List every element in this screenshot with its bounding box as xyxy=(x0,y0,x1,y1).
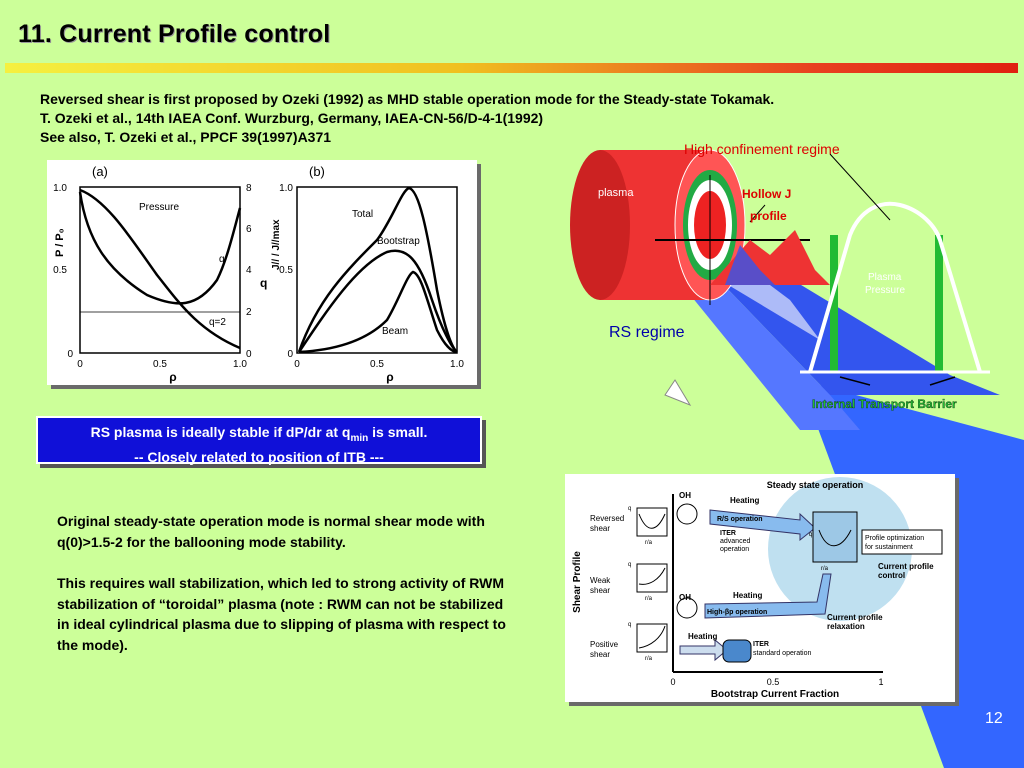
panel-b-label-bootstrap: Bootstrap xyxy=(377,236,420,247)
ss-ra-center: r/a xyxy=(821,566,829,572)
rs-regime-label: RS regime xyxy=(609,324,685,341)
ss-iter-adv-2: advanced xyxy=(720,538,750,545)
panel-a-label-q: q xyxy=(219,254,225,265)
plasma-pressure-label-2: Pressure xyxy=(865,285,905,296)
panel-a-ylabel-right: q xyxy=(260,276,267,290)
callout-line-1-post: is small. xyxy=(368,424,428,440)
ss-row-positive-1: Positive xyxy=(590,640,619,649)
panel-b-lt-0: 1.0 xyxy=(279,183,293,194)
rs-regime-figure: High confinement regime Hollow J profile… xyxy=(560,140,1024,430)
ss-oh-2: OH xyxy=(679,593,691,602)
body-paragraph-1: Original steady-state operation mode is … xyxy=(57,513,485,550)
panel-b-tag: (b) xyxy=(309,164,325,179)
ss-xt-1: 0.5 xyxy=(767,677,780,687)
panel-a-label-pressure: Pressure xyxy=(139,202,179,213)
panel-a: (a) P / P₀ 1.0 0.5 0 8 6 4 2 0 q 0 0.5 1… xyxy=(53,164,267,384)
intro-line-2: T. Ozeki et al., 14th IAEA Conf. Wurzbur… xyxy=(40,110,544,126)
panel-b-xt-0: 0 xyxy=(294,359,300,370)
ss-iter-adv-3: operation xyxy=(720,546,749,553)
hollow-j-label: Hollow J xyxy=(742,187,791,201)
ss-title: Steady state operation xyxy=(767,480,864,490)
ss-xt-2: 1 xyxy=(878,677,883,687)
ss-x-axis: Bootstrap Current Fraction xyxy=(711,689,839,700)
plasma-label: plasma xyxy=(598,187,634,199)
panel-a-rt-1: 6 xyxy=(246,224,252,235)
ss-q-2: q xyxy=(628,562,631,568)
ss-xt-0: 0 xyxy=(670,677,675,687)
itb-label: Internal Transport Barrier xyxy=(812,397,957,411)
title-underline-bar xyxy=(5,63,1018,73)
panel-b-ylabel: J// / J//max xyxy=(271,219,282,270)
ss-q-1: q xyxy=(628,506,631,512)
ss-row-reversed-2: shear xyxy=(590,524,610,533)
panel-a-lt-1: 0.5 xyxy=(53,265,67,276)
ss-q-3: q xyxy=(628,622,631,628)
slide-title: 11. Current Profile control xyxy=(18,20,331,48)
ss-profile-opt-1: Profile optimization xyxy=(865,535,924,542)
page-number: 12 xyxy=(985,710,1003,727)
panel-a-xt-1: 0.5 xyxy=(153,359,167,370)
ss-row-weak-2: shear xyxy=(590,586,610,595)
high-confinement-label: High confinement regime xyxy=(684,141,840,157)
ss-ra-2: r/a xyxy=(645,596,653,602)
panel-a-lt-2: 0 xyxy=(67,349,73,360)
ss-high-bp: High-βp operation xyxy=(707,609,767,616)
panel-a-lt-0: 1.0 xyxy=(53,183,67,194)
ss-row-reversed-1: Reversed xyxy=(590,514,624,523)
panel-b-lt-2: 0 xyxy=(287,349,293,360)
ss-cpc-1: Current profile xyxy=(878,562,934,571)
ss-heating-2: Heating xyxy=(733,591,762,600)
panel-a-label-q2: q=2 xyxy=(209,317,226,328)
ss-ra-1: r/a xyxy=(645,540,653,546)
ss-iter-std-1: ITER xyxy=(753,641,769,648)
ss-iter-adv-1: ITER xyxy=(720,530,736,537)
panel-b-xt-2: 1.0 xyxy=(450,359,464,370)
panel-b: (b) J// / J//max 1.0 0.5 0 0 0.5 1.0 ρ T… xyxy=(271,164,464,384)
callout-sub: min xyxy=(350,432,369,444)
ss-q-center: q xyxy=(809,532,812,538)
plasma-pressure-label-1: Plasma xyxy=(868,272,902,283)
panel-a-rt-2: 4 xyxy=(246,265,252,276)
body-paragraph-2: This requires wall stabilization, which … xyxy=(57,575,506,653)
ss-cpc-2: control xyxy=(878,571,905,580)
panel-b-label-total: Total xyxy=(352,209,373,220)
panel-a-rt-3: 2 xyxy=(246,307,252,318)
panel-b-lt-1: 0.5 xyxy=(279,265,293,276)
ss-oh-1: OH xyxy=(679,491,691,500)
body-text: Original steady-state operation mode is … xyxy=(57,511,507,676)
ss-heating-3: Heating xyxy=(688,632,717,641)
intro-line-1: Reversed shear is first proposed by Ozek… xyxy=(40,91,775,107)
callout-line-1: RS plasma is ideally stable if dP/dr at … xyxy=(38,423,480,448)
ss-iter-std-2: standard operation xyxy=(753,650,811,657)
panel-a-ylabel: P / P₀ xyxy=(54,228,66,257)
panel-a-tag: (a) xyxy=(92,164,108,179)
panel-a-xt-2: 1.0 xyxy=(233,359,247,370)
ss-row-positive-2: shear xyxy=(590,650,610,659)
panel-a-xlabel: ρ xyxy=(169,370,176,384)
panel-a-rt-0: 8 xyxy=(246,183,252,194)
ss-cpr-1: Current profile xyxy=(827,613,883,622)
ss-heating-1: Heating xyxy=(730,496,759,505)
steady-state-figure: Shear Profile Bootstrap Current Fraction… xyxy=(565,474,955,702)
callout-line-2: -- Closely related to position of ITB --… xyxy=(134,448,384,465)
intro-line-3: See also, T. Ozeki et al., PPCF 39(1997)… xyxy=(40,129,332,145)
callout-line-1-pre: RS plasma is ideally stable if dP/dr at … xyxy=(90,424,351,440)
ss-rs-operation: R/S operation xyxy=(717,516,763,523)
panel-a-rt-4: 0 xyxy=(246,349,252,360)
panel-a-xt-0: 0 xyxy=(77,359,83,370)
profile-figure: (a) P / P₀ 1.0 0.5 0 8 6 4 2 0 q 0 0.5 1… xyxy=(47,160,477,385)
panel-b-xlabel: ρ xyxy=(386,370,393,384)
intro-text: Reversed shear is first proposed by Ozek… xyxy=(40,90,774,147)
ss-ra-3: r/a xyxy=(645,656,653,662)
ss-y-axis: Shear Profile xyxy=(572,551,583,613)
ss-profile-opt-2: for sustainment xyxy=(865,544,913,551)
rs-stability-callout: RS plasma is ideally stable if dP/dr at … xyxy=(36,416,482,465)
ss-row-weak-1: Weak xyxy=(590,576,611,585)
hollow-j-profile-label: profile xyxy=(750,209,787,223)
panel-b-xt-1: 0.5 xyxy=(370,359,384,370)
ss-cpr-2: relaxation xyxy=(827,622,865,631)
panel-b-label-beam: Beam xyxy=(382,326,408,337)
